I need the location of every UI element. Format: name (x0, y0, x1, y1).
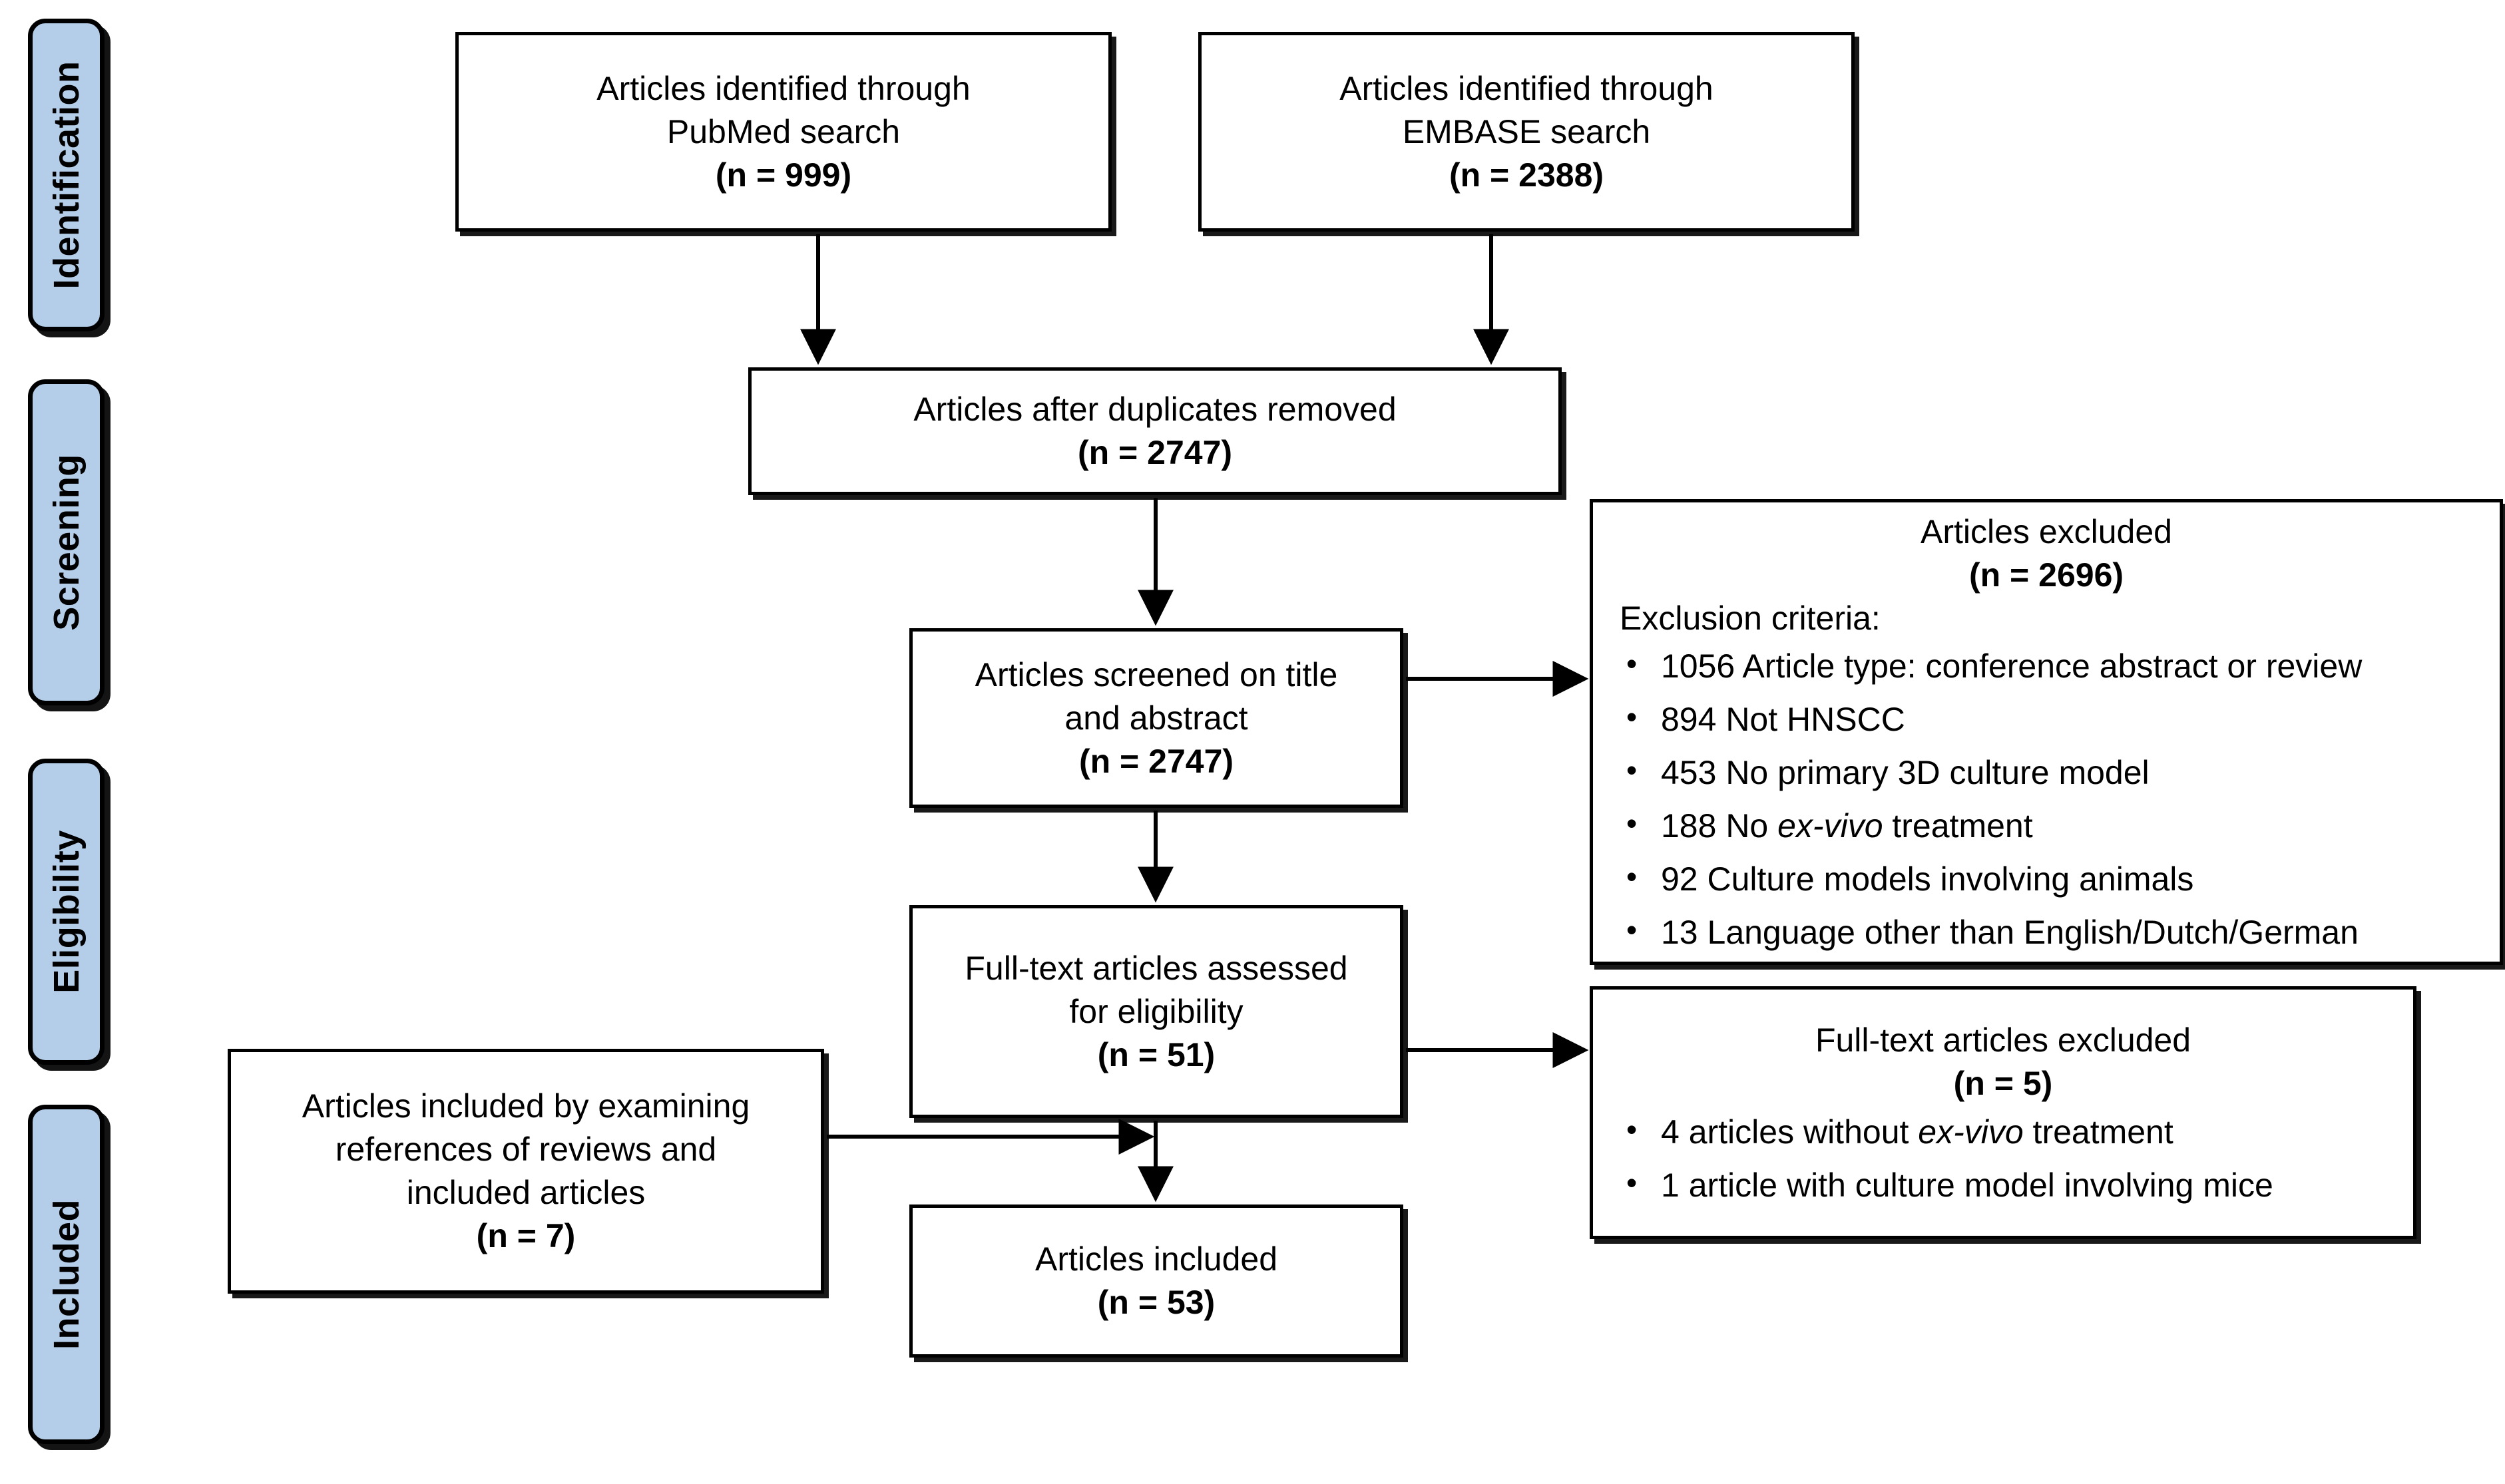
fulltext-assessed-count: (n = 51) (1097, 1035, 1216, 1073)
fulltext-assessed-line-1: Full-text articles assessed (965, 949, 1348, 987)
stage-identification: Identification (28, 19, 105, 331)
criteria-item: 13 Language other than English/Dutch/Ger… (1620, 906, 2490, 959)
box-duplicates-removed: Articles after duplicates removed (n = 2… (748, 367, 1562, 495)
box-articles-included: Articles included (n = 53) (909, 1205, 1403, 1358)
references-included-line-2: references of reviews and (335, 1131, 717, 1168)
references-included-line-1: Articles included by examining (302, 1087, 750, 1125)
criteria-item: 1 article with culture model involving m… (1620, 1159, 2404, 1212)
stage-included-label: Included (46, 1199, 87, 1350)
embase-count: (n = 2388) (1449, 156, 1604, 194)
references-included-count: (n = 7) (476, 1217, 576, 1254)
pubmed-count: (n = 999) (715, 156, 852, 194)
stage-screening-label: Screening (46, 454, 87, 631)
stage-included: Included (28, 1105, 105, 1444)
stage-screening: Screening (28, 379, 105, 705)
stage-identification-label: Identification (46, 61, 87, 289)
duplicates-line-1: Articles after duplicates removed (913, 391, 1397, 428)
excluded-screening-count: (n = 2696) (1968, 556, 2124, 594)
screened-count: (n = 2747) (1078, 742, 1234, 780)
box-fulltext-excluded: Full-text articles excluded (n = 5) 4 ar… (1590, 986, 2416, 1239)
criteria-item: 894 Not HNSCC (1620, 693, 2490, 746)
excluded-fulltext-title: Full-text articles excluded (1815, 1021, 2191, 1059)
box-pubmed-identified: Articles identified through PubMed searc… (455, 32, 1112, 232)
pubmed-line-2: PubMed search (666, 112, 901, 150)
criteria-item: 1056 Article type: conference abstract o… (1620, 640, 2490, 693)
excluded-screening-subheading: Exclusion criteria: (1620, 600, 1881, 637)
excluded-screening-title: Articles excluded (1921, 513, 2172, 550)
criteria-item: 453 No primary 3D culture model (1620, 746, 2490, 799)
duplicates-count: (n = 2747) (1077, 434, 1233, 471)
screened-line-1: Articles screened on title (975, 655, 1338, 693)
excluded-fulltext-count: (n = 5) (1953, 1065, 2053, 1102)
embase-line-1: Articles identified through (1339, 69, 1713, 107)
fulltext-exclusion-criteria-list: 4 articles without ex-vivo treatment1 ar… (1602, 1105, 2404, 1212)
box-fulltext-assessed: Full-text articles assessed for eligibil… (909, 905, 1403, 1118)
pubmed-line-1: Articles identified through (596, 69, 971, 107)
final-included-line-1: Articles included (1034, 1240, 1278, 1278)
box-embase-identified: Articles identified through EMBASE searc… (1198, 32, 1855, 232)
box-articles-excluded-screening: Articles excluded (n = 2696) Exclusion c… (1590, 499, 2503, 965)
box-articles-screened: Articles screened on title and abstract … (909, 628, 1403, 808)
fulltext-assessed-line-2: for eligibility (1069, 992, 1244, 1030)
exclusion-criteria-list: 1056 Article type: conference abstract o… (1602, 640, 2490, 959)
stage-eligibility: Eligibility (28, 759, 105, 1065)
references-included-line-3: included articles (406, 1174, 646, 1211)
screened-line-2: and abstract (1064, 699, 1248, 737)
final-included-count: (n = 53) (1097, 1284, 1216, 1321)
criteria-item: 188 No ex-vivo treatment (1620, 799, 2490, 852)
criteria-item: 4 articles without ex-vivo treatment (1620, 1105, 2404, 1159)
stage-eligibility-label: Eligibility (46, 830, 87, 994)
box-references-included: Articles included by examining reference… (228, 1049, 824, 1294)
criteria-item: 92 Culture models involving animals (1620, 852, 2490, 906)
embase-line-2: EMBASE search (1402, 112, 1651, 150)
